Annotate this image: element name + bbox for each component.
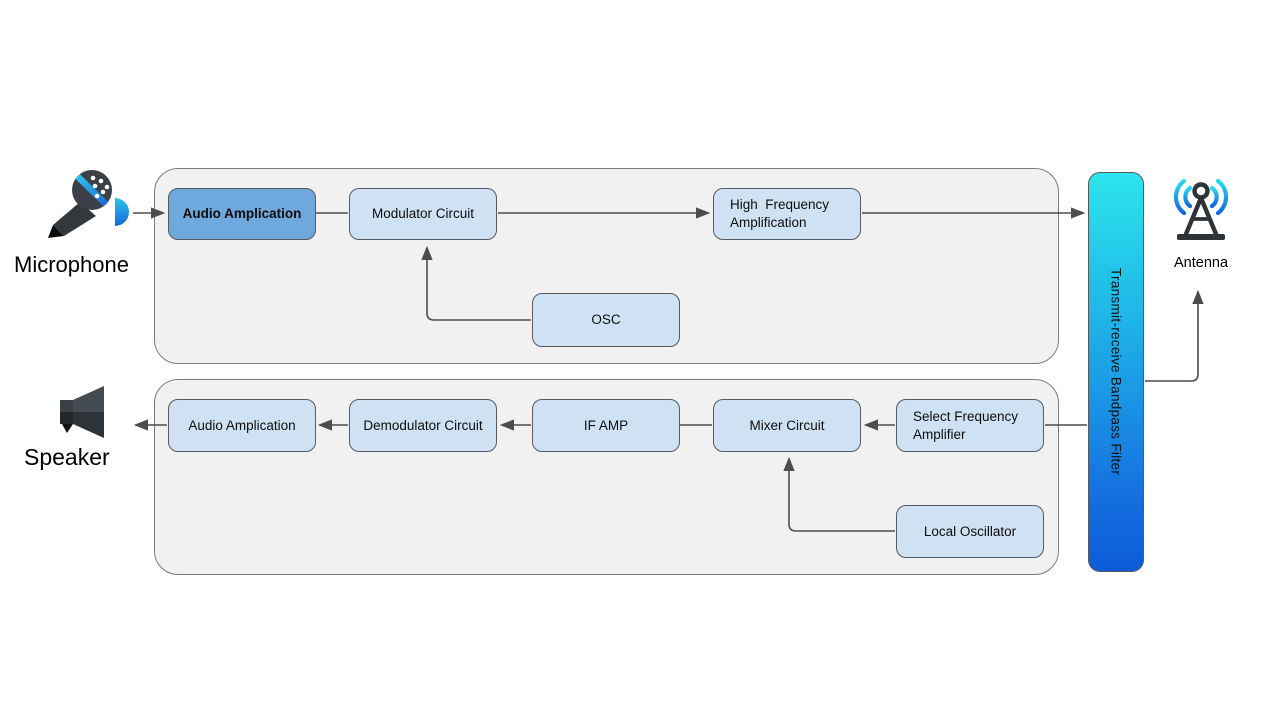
bandpass-filter-label: Transmit-receive Bandpass Filter <box>1108 268 1124 476</box>
block-modulator-circuit: Modulator Circuit <box>349 188 497 240</box>
speaker-label: Speaker <box>24 444 110 470</box>
block-local-oscillator: Local Oscillator <box>896 505 1044 558</box>
microphone-label: Microphone <box>14 252 129 277</box>
connector-bandpass-to-antenna <box>1145 289 1204 382</box>
antenna-label: Antenna <box>1173 255 1229 271</box>
block-high-frequency-amplification: High Frequency Amplification <box>713 188 861 240</box>
speaker-icon <box>60 386 104 438</box>
block-mixer-circuit: Mixer Circuit <box>713 399 861 452</box>
block-select-frequency-amplifier: Select Frequency Amplifier <box>896 399 1044 452</box>
transmit-receive-bandpass-filter-bar: Transmit-receive Bandpass Filter <box>1088 172 1144 572</box>
block-transmit-audio-amplification: Audio Amplication <box>168 188 316 240</box>
block-receive-audio-amplification: Audio Amplication <box>168 399 316 452</box>
block-demodulator-circuit: Demodulator Circuit <box>349 399 497 452</box>
antenna-icon <box>1173 178 1229 240</box>
microphone-icon <box>48 170 129 238</box>
block-osc: OSC <box>532 293 680 347</box>
block-if-amp: IF AMP <box>532 399 680 452</box>
